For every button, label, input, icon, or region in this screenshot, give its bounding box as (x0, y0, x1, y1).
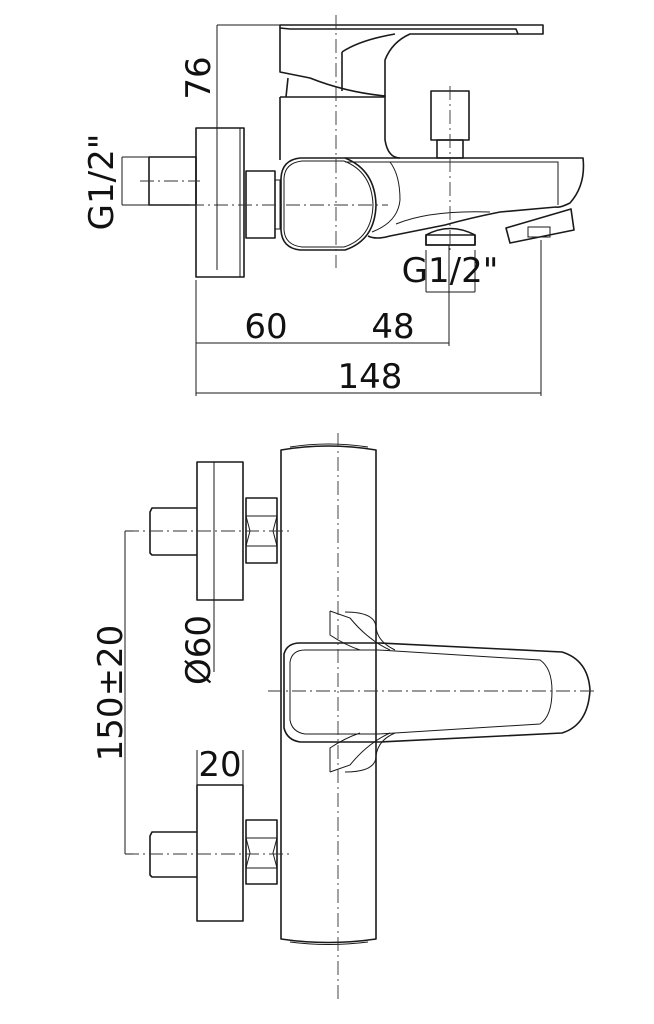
side-view: 76 G1/2" G1/2" 60 48 148 (82, 15, 585, 397)
wall-flange (195, 127, 245, 278)
dim-axis-to-outlet-label: 48 (371, 307, 414, 347)
body-column (280, 443, 377, 945)
outlet-thread-label: G1/2" (402, 251, 499, 291)
lower-inlet (125, 784, 290, 922)
centerlines-front (268, 433, 598, 1000)
dim-inlet-spacing-label: 150±20 (91, 625, 131, 762)
dimension-lines (195, 24, 542, 396)
dim-flange-thickness-label: 20 (198, 745, 241, 785)
oval-body (280, 157, 377, 251)
dim-flange-diameter-label: Ø60 (179, 615, 219, 685)
lever-handle (279, 24, 544, 159)
dim-height-label: 76 (179, 56, 219, 99)
dim-total-depth-label: 148 (338, 357, 403, 397)
inlet-thread-label: G1/2" (82, 134, 122, 231)
upper-inlet (125, 461, 290, 672)
lever-handle-front (283, 610, 591, 773)
body (279, 96, 385, 160)
dimension-lines-front (124, 530, 244, 855)
connector-nut (245, 170, 281, 239)
front-view: 150±20 Ø60 20 (91, 433, 598, 1000)
dim-wall-to-axis-label: 60 (244, 307, 287, 347)
spray-nozzle (505, 208, 575, 244)
bottom-outlet (425, 227, 476, 246)
centerlines (140, 15, 451, 268)
spout (345, 157, 585, 239)
